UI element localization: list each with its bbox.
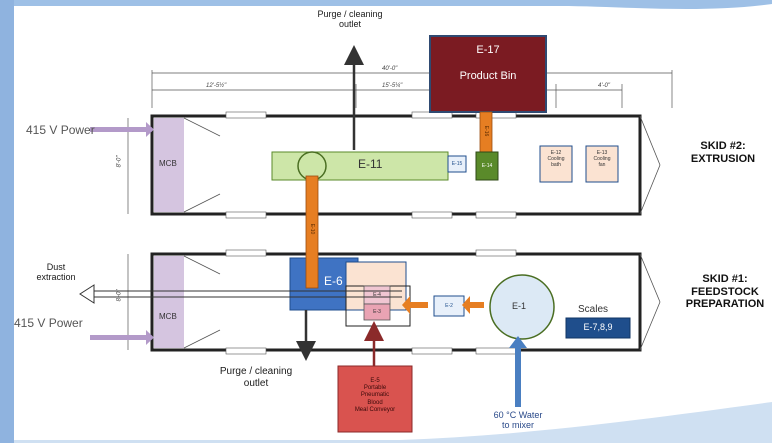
scales-e7-8-9 [565,317,631,339]
bottom-purge-label: Purge / cleaning outlet [206,366,306,389]
skid1-line1: SKID #1: [702,273,748,285]
dust-line2: extraction [36,272,76,283]
dim-height-top: 8'-0" [116,155,123,168]
cooling-fan-e13 [585,145,619,183]
e11-label: E-11 [358,157,383,171]
skid1-line3: PREPARATION [685,298,765,311]
bottom-purge-line2: outlet [243,377,269,389]
dim-seg2: 15'-5¼" [382,83,403,89]
e5-line1: Portable [363,385,387,392]
skid2-label: SKID #2: EXTRUSION [682,140,764,165]
e5-line3: Blood [367,399,383,406]
e5-code: E-5 [370,378,380,384]
mcb-label-top: MCB [159,159,177,168]
water-label: 60 °C Water to mixer [478,410,558,431]
e5-label: E-5 Portable Pneumatic Blood Meal Convey… [338,378,412,414]
e14-label: E-14 [481,163,493,169]
power-label-top: 415 V Power [26,123,95,137]
background-swoosh-bottom [14,402,772,443]
product-bin-e17 [429,35,547,113]
e3-label: E-3 [373,309,381,315]
dim-seg1: 12'-5½" [206,83,227,89]
dim-overall: 40'-0" [382,66,398,72]
e2-label: E-2 [445,303,453,309]
power-label-bottom: 415 V Power [14,316,83,330]
e5-line2: Pneumatic [360,392,390,399]
e13-code: E-13 [596,150,608,156]
bottom-purge-line1: Purge / cleaning [219,366,293,377]
e1-label: E-1 [512,301,527,311]
mixer-e1 [489,274,555,340]
skid2-line2: EXTRUSION [690,152,756,165]
power-arrow-top [90,122,154,137]
e13-line2: fan [598,162,606,168]
dust-extraction-arrow [79,284,402,304]
e16-label: E-16 [483,125,489,137]
scales-code: E-7,8,9 [583,322,613,332]
e13-line1: Cooling [593,156,611,162]
e12-line1: Cooling [547,156,565,162]
flow-arrows-orange [402,296,484,314]
e5-line4: Meal Conveyor [354,406,396,413]
e15-label: E-15 [451,161,463,167]
e17-name: Product Bin [459,69,517,82]
e13-label: E-13 Cooling fan [586,150,618,168]
e4-label: E-4 [373,292,381,298]
e17-code: E-17 [476,44,500,56]
equipment-e15 [447,155,467,173]
background-swoosh-top [14,0,772,10]
top-purge-line2: outlet [338,19,362,30]
scales-title: Scales [578,304,609,315]
top-purge-line1: Purge / cleaning [317,9,383,19]
e12-code: E-12 [550,150,562,156]
water-line1: 60 °C Water [493,410,543,420]
dim-seg3: 4'-0" [598,83,610,89]
e6-label: E-6 [324,274,343,288]
mcb-label-bottom: MCB [159,312,177,321]
dim-height-bottom: 8'-0" [116,289,123,302]
water-arrow [509,336,527,407]
e12-label: E-12 Cooling bath [540,150,572,168]
skid2-line1: SKID #2: [700,140,746,152]
equipment-e3 [363,303,391,321]
conveyor-e10 [305,175,319,289]
cooling-bath-e12 [539,145,573,183]
pneumatic-conveyor-e5 [337,365,413,433]
e17-label: E-17 Product Bin [430,44,546,82]
skid1-line2: FEEDSTOCK [691,285,759,298]
top-purge-label: Purge / cleaning outlet [300,9,400,30]
skid1-label: SKID #1: FEEDSTOCK PREPARATION [678,273,772,311]
dust-label: Dust extraction [16,262,96,283]
dust-line1: Dust [46,262,66,272]
e12-line2: bath [551,162,561,168]
water-line2: to mixer [501,420,534,431]
power-arrow-bottom [90,330,154,345]
e10-label: E-10 [309,223,315,235]
equipment-e14 [475,151,499,181]
